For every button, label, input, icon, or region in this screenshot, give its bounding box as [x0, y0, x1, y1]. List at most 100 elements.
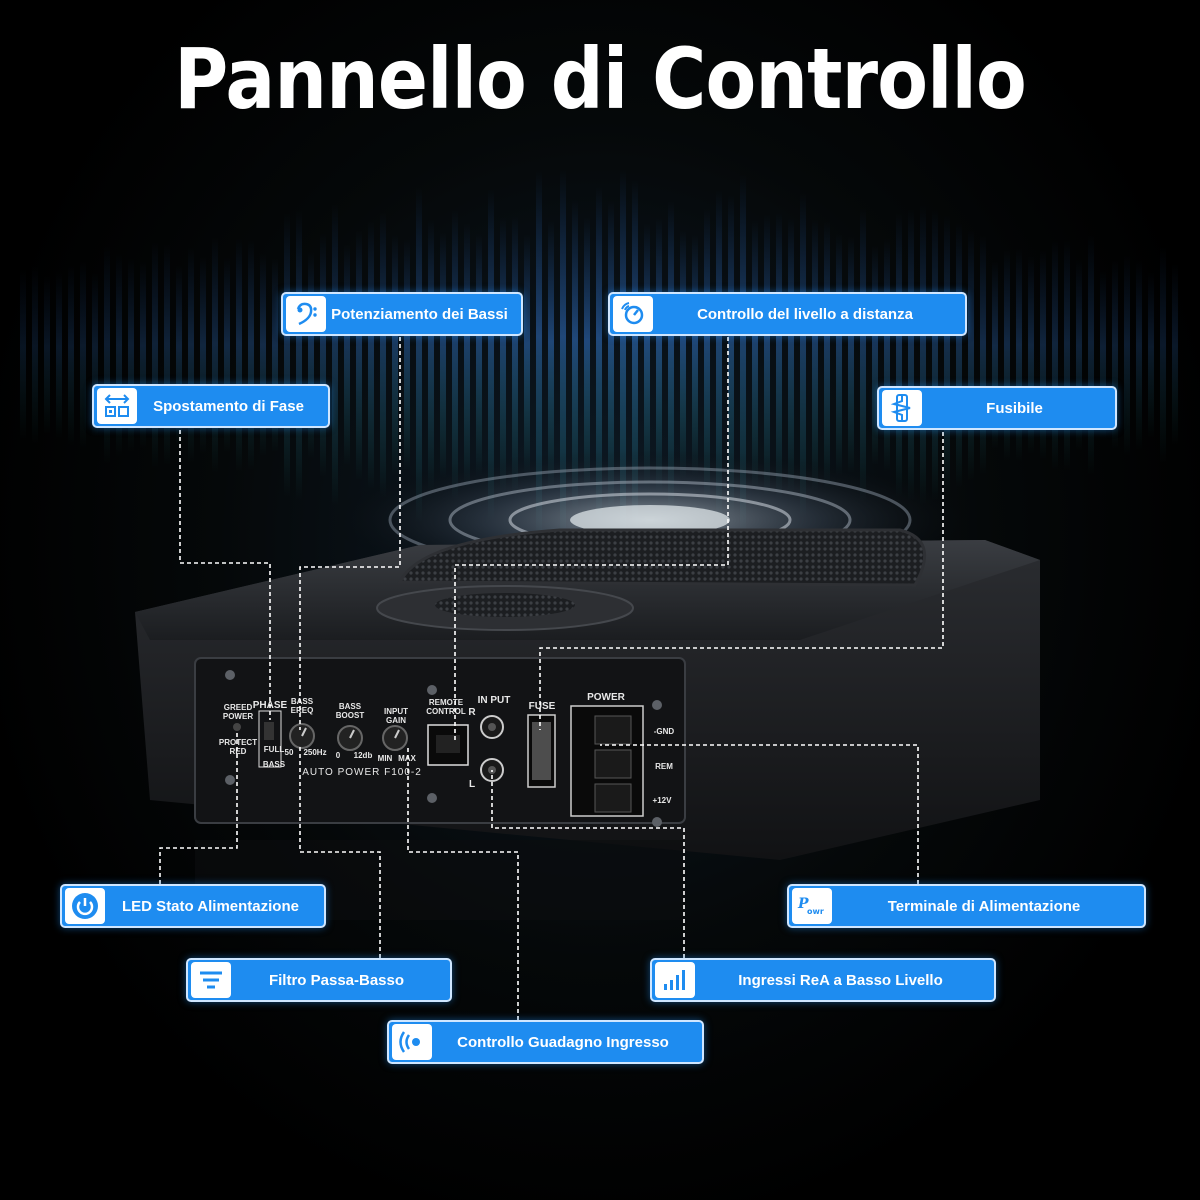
label-bass-boost: BASS BOOST [335, 702, 365, 720]
callout-label: Terminale di Alimentazione [887, 897, 1081, 915]
eq-bar [668, 201, 674, 509]
eq-bar [548, 220, 554, 490]
eq-bar [788, 217, 794, 493]
label-boost-min: 0 [335, 751, 341, 760]
eq-bar [884, 238, 890, 472]
eq-bar [416, 187, 422, 523]
eq-bar [560, 169, 566, 541]
label-full: FULL [263, 745, 285, 754]
eq-bar [824, 221, 830, 489]
label-greed-power: GREED POWER [222, 703, 254, 721]
label-boost-max: 12db [353, 751, 373, 760]
eq-bar [776, 211, 782, 499]
callout-label: Controllo del livello a distanza [697, 305, 913, 323]
eq-bar [1160, 246, 1166, 464]
eq-bar [56, 271, 62, 439]
eq-bar [428, 219, 434, 491]
label-power: POWER [587, 692, 625, 703]
page-title: Pannello di Controllo [174, 30, 1027, 128]
filter-icon [191, 962, 231, 998]
eq-bar [356, 229, 362, 481]
eq-bar [656, 217, 662, 493]
callout-label: Spostamento di Fase [153, 397, 304, 415]
eq-bar [584, 216, 590, 494]
label-gain-min: MIN [377, 754, 393, 763]
eq-bar [596, 186, 602, 524]
label-l: L [468, 779, 476, 790]
label-bass: BASS [262, 760, 286, 769]
eq-bar [284, 213, 290, 497]
eq-bar [296, 209, 302, 501]
eq-bar [344, 244, 350, 466]
eq-bar [968, 229, 974, 481]
eq-bar [1124, 253, 1130, 457]
callout-fuse: Fusibile [877, 386, 1117, 430]
callout-power-led: LED Stato Alimentazione [60, 884, 326, 928]
callout-label: Potenziamento dei Bassi [331, 305, 508, 323]
phase-swap-icon [97, 388, 137, 424]
svg-text:owr: owr [807, 907, 824, 916]
signal-bars-icon [655, 962, 695, 998]
eq-bar [812, 219, 818, 491]
eq-bar [212, 236, 218, 474]
eq-bar [860, 208, 866, 502]
label-protect-red: PROTECT RED [218, 738, 258, 756]
eq-bar [608, 200, 614, 510]
callout-remote-level: Controllo del livello a distanza [608, 292, 967, 336]
eq-bar [944, 214, 950, 496]
eq-bar [488, 189, 494, 521]
eq-bar [728, 194, 734, 516]
eq-bar [716, 190, 722, 520]
gain-wave-icon [392, 1024, 432, 1060]
eq-bar [704, 208, 710, 502]
eq-bar [68, 264, 74, 446]
eq-bar [896, 212, 902, 498]
eq-bar [440, 231, 446, 479]
bass-clef-icon [286, 296, 326, 332]
eq-bar [20, 269, 26, 441]
eq-bar [320, 233, 326, 477]
svg-text:P: P [797, 896, 809, 912]
callout-label: Ingressi ReA a Basso Livello [738, 971, 943, 989]
eq-bar [1064, 239, 1070, 471]
eq-bar [500, 217, 506, 493]
eq-bar [236, 238, 242, 472]
eq-bar [752, 220, 758, 490]
eq-bar [188, 247, 194, 463]
eq-bar [404, 239, 410, 471]
eq-bar [1088, 235, 1094, 475]
callout-bass-boost: Potenziamento dei Bassi [281, 292, 523, 336]
label-phase: PHASE [252, 700, 288, 711]
eq-bar [32, 265, 38, 445]
eq-bar [104, 245, 110, 465]
eq-bar [44, 275, 50, 435]
eq-bar [536, 170, 542, 540]
eq-bar [392, 233, 398, 477]
label-freq-max: 250Hz [303, 748, 327, 757]
label-bass-freq: BASS EREQ [290, 697, 314, 715]
eq-bar [932, 209, 938, 501]
power-icon [65, 888, 105, 924]
fuse-icon [882, 390, 922, 426]
eq-bar [164, 244, 170, 466]
eq-bar [1172, 263, 1178, 447]
label-input-gain: INPUT GAIN [384, 707, 408, 725]
eq-bar [920, 205, 926, 505]
eq-bar [848, 236, 854, 474]
eq-bar [524, 234, 530, 476]
eq-bar [836, 233, 842, 477]
eq-bar [380, 212, 386, 498]
eq-bar [764, 214, 770, 496]
eq-bar [476, 233, 482, 477]
label-12v: +12V [652, 796, 672, 805]
eq-bar [692, 234, 698, 476]
label-input: IN PUT [477, 695, 511, 706]
eq-bar [464, 222, 470, 488]
eq-bar [872, 245, 878, 465]
eq-bar [1148, 272, 1154, 438]
eq-bar [452, 209, 458, 501]
eq-bar [332, 203, 338, 507]
label-gnd: -GND [653, 727, 675, 736]
label-fuse: FUSE [528, 701, 556, 712]
callout-label: Fusibile [986, 399, 1043, 417]
